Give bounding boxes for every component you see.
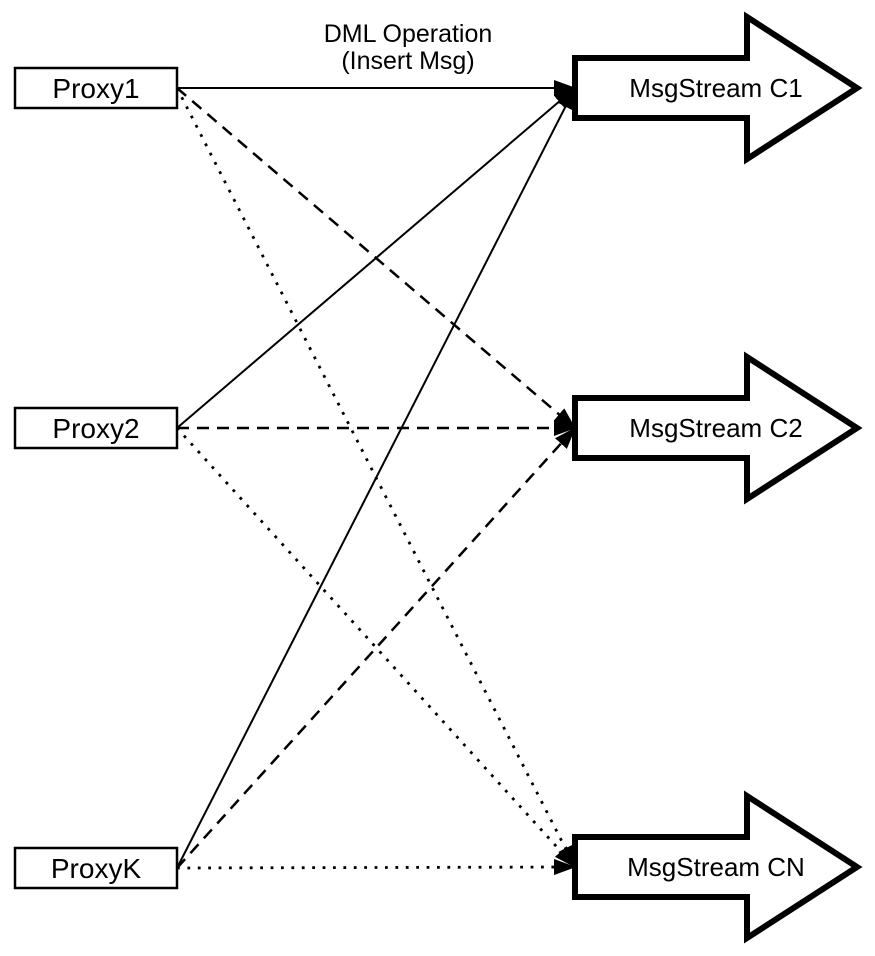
proxyk-label: ProxyK	[51, 853, 142, 884]
stream-node-cn: MsgStream CN	[572, 790, 863, 944]
edge-proxyk-c1	[176, 87, 576, 869]
stream-node-c2: MsgStream C2	[572, 351, 863, 505]
proxy-node-proxy2: Proxy2	[13, 406, 179, 450]
edge-proxyk-c2	[176, 427, 576, 869]
edge-proxy2-c1	[176, 87, 576, 429]
proxy-node-proxyk: ProxyK	[13, 846, 179, 890]
proxyk-box	[13, 846, 179, 890]
proxy1-label: Proxy1	[52, 73, 139, 104]
proxy2-box	[13, 406, 179, 450]
stream-c1-arrow-shape	[572, 11, 863, 165]
proxy-node-proxy1: Proxy1	[13, 66, 179, 110]
edge-title-line2: (Insert Msg)	[341, 47, 474, 75]
stream-cn-label: MsgStream CN	[627, 852, 805, 882]
edges-layer	[175, 80, 577, 876]
stream-node-c1: MsgStream C1	[572, 11, 863, 165]
stream-c1-label: MsgStream C1	[629, 73, 802, 103]
stream-c2-label: MsgStream C2	[629, 413, 802, 443]
edge-proxyk-cn	[176, 859, 576, 876]
stream-c2-arrow-shape	[572, 351, 863, 505]
proxy1-box	[13, 66, 179, 110]
proxy2-label: Proxy2	[52, 413, 139, 444]
stream-cn-arrow-shape	[572, 790, 863, 944]
edge-title-line1: DML Operation	[324, 20, 493, 48]
